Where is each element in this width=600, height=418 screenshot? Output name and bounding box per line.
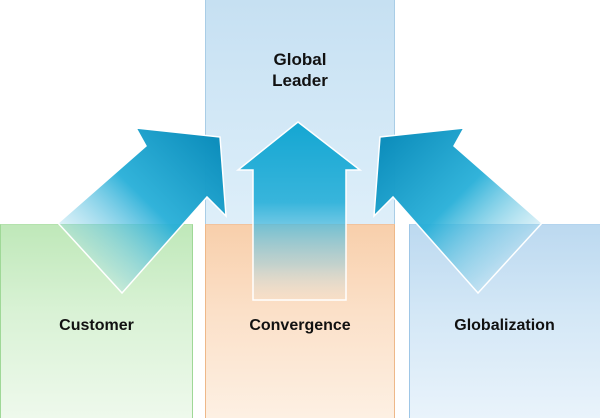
globalization-label: Globalization <box>454 317 555 334</box>
global-leader-line1: Global <box>273 50 327 69</box>
left-arrow-body <box>56 127 227 295</box>
customer-label: Customer <box>59 317 134 334</box>
up-arrow-icon <box>235 121 363 301</box>
convergence-label: Convergence <box>249 317 351 334</box>
diagonal-up-left-arrow-icon <box>373 127 544 295</box>
global-leader-label: Global Leader <box>205 49 395 91</box>
global-leader-line2: Leader <box>272 71 328 90</box>
